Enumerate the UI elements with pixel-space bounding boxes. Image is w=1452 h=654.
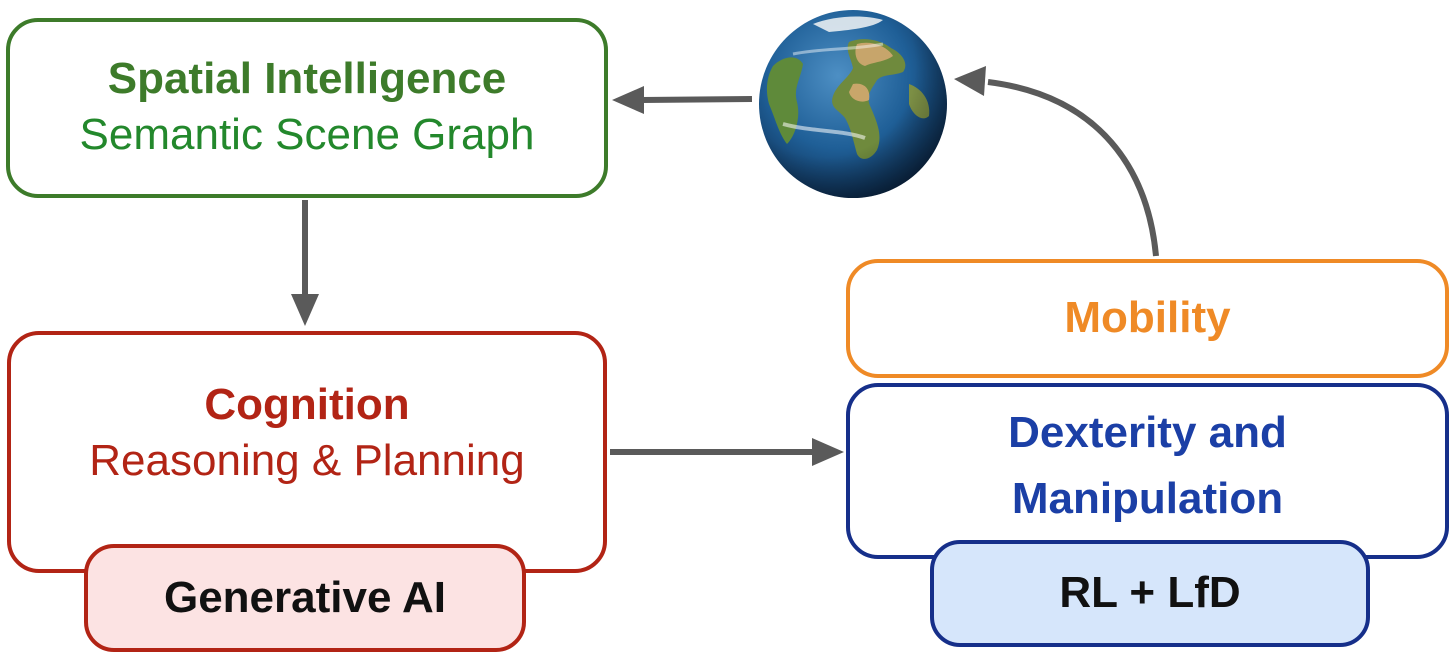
spatial-intelligence-title: Spatial Intelligence bbox=[107, 54, 507, 103]
generative-ai-label: Generative AI bbox=[163, 572, 447, 622]
arrowhead-cognition bbox=[291, 294, 319, 326]
generative-ai-box: Generative AI bbox=[84, 544, 526, 652]
arrowhead-spatial bbox=[612, 86, 644, 114]
mobility-box: Mobility bbox=[846, 259, 1449, 378]
dexterity-title-line2: Manipulation bbox=[1011, 474, 1284, 523]
rl-lfd-label: RL + LfD bbox=[1059, 568, 1241, 618]
mobility-title: Mobility bbox=[1064, 293, 1231, 343]
spatial-intelligence-box: Spatial Intelligence Semantic Scene Grap… bbox=[6, 18, 608, 198]
arrowhead-earth bbox=[954, 66, 986, 96]
semantic-scene-graph-label: Semantic Scene Graph bbox=[79, 109, 535, 159]
rl-lfd-box: RL + LfD bbox=[930, 540, 1370, 647]
reasoning-planning-label: Reasoning & Planning bbox=[89, 435, 525, 485]
earth-globe-icon bbox=[759, 10, 947, 198]
cognition-box: Cognition Reasoning & Planning bbox=[7, 331, 607, 573]
arrow-mobility-to-earth bbox=[987, 79, 1159, 257]
arrowhead-dexterity bbox=[812, 438, 844, 466]
dexterity-manipulation-box: Dexterity and Manipulation bbox=[846, 383, 1449, 559]
arrow-earth-to-spatial bbox=[641, 96, 753, 103]
cognition-title: Cognition bbox=[204, 380, 410, 429]
dexterity-title-line1: Dexterity and bbox=[1008, 408, 1287, 457]
